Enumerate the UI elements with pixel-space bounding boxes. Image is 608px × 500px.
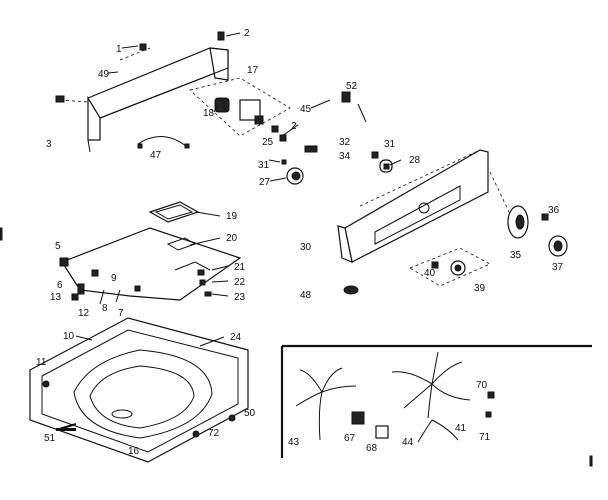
- label-2b: 2: [291, 121, 297, 132]
- label-8: 8: [102, 303, 108, 314]
- label-31b: 31: [384, 139, 396, 150]
- label-25: 25: [262, 137, 274, 148]
- label-40: 40: [424, 268, 436, 279]
- label-28: 28: [409, 155, 421, 166]
- label-2: 2: [244, 28, 250, 39]
- label-3: 3: [46, 139, 52, 150]
- label-27: 27: [259, 177, 271, 188]
- label-68: 68: [366, 443, 378, 454]
- label-23: 23: [234, 292, 246, 303]
- label-30: 30: [300, 242, 312, 253]
- label-36: 36: [548, 205, 560, 216]
- label-35: 35: [510, 250, 522, 261]
- label-6: 6: [57, 280, 63, 291]
- label-51: 51: [44, 433, 56, 444]
- label-20: 20: [226, 233, 238, 244]
- label-52: 52: [346, 81, 358, 92]
- label-49: 49: [98, 69, 110, 80]
- switch-assembly: [189, 77, 367, 185]
- label-11: 11: [36, 357, 47, 368]
- label-44: 44: [402, 437, 414, 448]
- leader-lines: [75, 32, 402, 347]
- label-39: 39: [474, 283, 486, 294]
- label-72: 72: [208, 428, 220, 439]
- label-70: 70: [476, 380, 488, 391]
- control-panel: [337, 149, 568, 295]
- wiring-inset: [280, 344, 592, 458]
- label-17: 17: [247, 65, 259, 76]
- label-22: 22: [234, 277, 246, 288]
- label-5: 5: [55, 241, 61, 252]
- part-labels: 1 2 49 3 47 17 18 52 45 2 25 32 34 31 31…: [36, 28, 564, 457]
- label-47: 47: [150, 150, 162, 161]
- console-backsplash: [55, 31, 229, 153]
- label-32: 32: [339, 137, 351, 148]
- label-12: 12: [78, 308, 90, 319]
- label-45: 45: [300, 104, 312, 115]
- label-1: 1: [116, 44, 122, 55]
- scan-artifacts: [0, 227, 593, 467]
- label-13: 13: [50, 292, 62, 303]
- cabinet-top: [29, 317, 249, 463]
- label-50: 50: [244, 408, 256, 419]
- label-24: 24: [230, 332, 242, 343]
- label-16: 16: [128, 446, 140, 457]
- label-18: 18: [203, 108, 215, 119]
- label-31a: 31: [258, 160, 270, 171]
- top-cover-bracket: [59, 201, 242, 345]
- label-48: 48: [300, 290, 312, 301]
- label-43: 43: [288, 437, 300, 448]
- label-71: 71: [479, 432, 491, 443]
- label-19: 19: [226, 211, 238, 222]
- label-7: 7: [118, 308, 124, 319]
- label-10: 10: [63, 331, 75, 342]
- label-37: 37: [552, 262, 564, 273]
- label-34: 34: [339, 151, 351, 162]
- label-21: 21: [234, 262, 246, 273]
- label-41: 41: [455, 423, 467, 434]
- label-9: 9: [111, 273, 117, 284]
- label-67: 67: [344, 433, 356, 444]
